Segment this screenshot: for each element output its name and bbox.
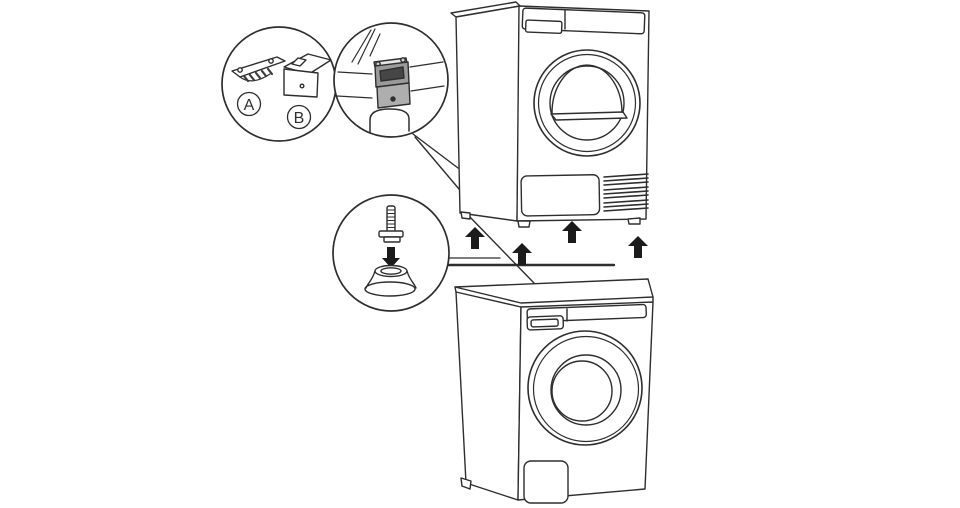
serration-tooth <box>260 69 268 78</box>
bracket-leader-line-upper <box>412 133 459 169</box>
hose-line <box>357 28 376 65</box>
washer-service-hatch <box>523 460 569 504</box>
dryer-foot <box>460 211 471 220</box>
vent-slat <box>603 173 649 178</box>
installed-bracket <box>373 57 411 109</box>
washer-drum-opening <box>551 360 613 422</box>
panel-seam <box>410 85 445 92</box>
part-a-serration <box>242 67 274 83</box>
hose-line <box>369 33 381 57</box>
panel-seam <box>337 71 373 75</box>
bracket-leader-line-to-washer-top <box>467 214 535 284</box>
bracket-screw <box>400 57 406 63</box>
dryer-service-hatch <box>520 174 601 217</box>
bracket-lower-flap <box>376 82 411 109</box>
up-arrow-icon <box>512 243 532 265</box>
leader-lines <box>412 133 616 284</box>
lift-arrows <box>465 221 648 265</box>
foot-screw-threads <box>386 209 396 228</box>
dryer-drum-shelf <box>550 111 628 121</box>
part-a-label-circle <box>236 91 262 117</box>
dryer-foot <box>627 217 641 225</box>
dryer-door-glass <box>549 65 625 141</box>
rear-hoses <box>351 28 381 65</box>
bracket-leader-line-lower <box>414 136 460 190</box>
vent-slat <box>603 203 649 208</box>
dryer-drum-back <box>551 64 623 115</box>
up-arrow-icon <box>562 221 582 243</box>
callout-bracket-installed-circle <box>333 22 449 138</box>
dryer-side-panel <box>455 5 521 222</box>
washer-top-slab-edge <box>454 286 457 293</box>
washer-display <box>530 318 559 328</box>
serration-tooth <box>254 71 262 80</box>
washer-side-panel <box>455 291 522 501</box>
part-b-bracket <box>283 53 332 98</box>
vent-slat <box>603 186 649 191</box>
dryer-vent-grille <box>603 173 649 212</box>
cup-socket <box>380 267 402 275</box>
vent-slat <box>603 177 649 182</box>
cup-side <box>406 270 417 289</box>
dryer <box>450 1 650 228</box>
part-b-notch <box>291 57 307 67</box>
vent-slat <box>603 190 649 195</box>
serration-tooth <box>242 74 250 83</box>
part-b-label-circle <box>286 104 312 130</box>
vent-slat <box>603 207 649 212</box>
up-arrow-icon <box>628 236 648 258</box>
bracket-screw-hole <box>390 96 396 102</box>
leveling-foot-screw <box>378 205 404 243</box>
insert-down-arrow-icon <box>382 247 400 268</box>
washer-foot <box>460 477 472 490</box>
cup-base <box>364 281 416 297</box>
part-a-label: A <box>244 97 255 114</box>
foot-nut <box>383 236 401 243</box>
panel-seam <box>336 95 373 99</box>
vent-slat <box>603 181 649 186</box>
part-a-screw-hole <box>268 58 274 64</box>
part-a-bracket <box>231 56 286 83</box>
panel-recess-outline <box>369 108 410 134</box>
callout-leveling-foot-circle <box>332 194 450 312</box>
panel-seam <box>409 61 444 68</box>
rear-panel-seams <box>336 61 445 99</box>
part-b-screw-hole <box>299 83 305 89</box>
washer <box>454 278 654 504</box>
vent-slat <box>603 194 649 199</box>
callout-circle-outline <box>221 26 337 142</box>
vent-slat <box>603 199 649 204</box>
cup-side <box>365 270 376 289</box>
hose-line <box>351 29 372 63</box>
dryer-display <box>524 19 563 35</box>
rubber-cup <box>364 264 417 297</box>
part-a-screw-hole <box>237 67 243 73</box>
dryer-foot <box>517 220 531 228</box>
serration-tooth <box>248 73 256 82</box>
callout-parts-circle: A B <box>221 26 337 142</box>
bracket-slot <box>379 66 405 82</box>
part-b-front-flap <box>283 68 319 98</box>
part-b-label: B <box>294 110 305 127</box>
serration-tooth <box>266 67 274 76</box>
up-arrow-icon <box>465 227 485 249</box>
foot-flange <box>378 230 404 238</box>
